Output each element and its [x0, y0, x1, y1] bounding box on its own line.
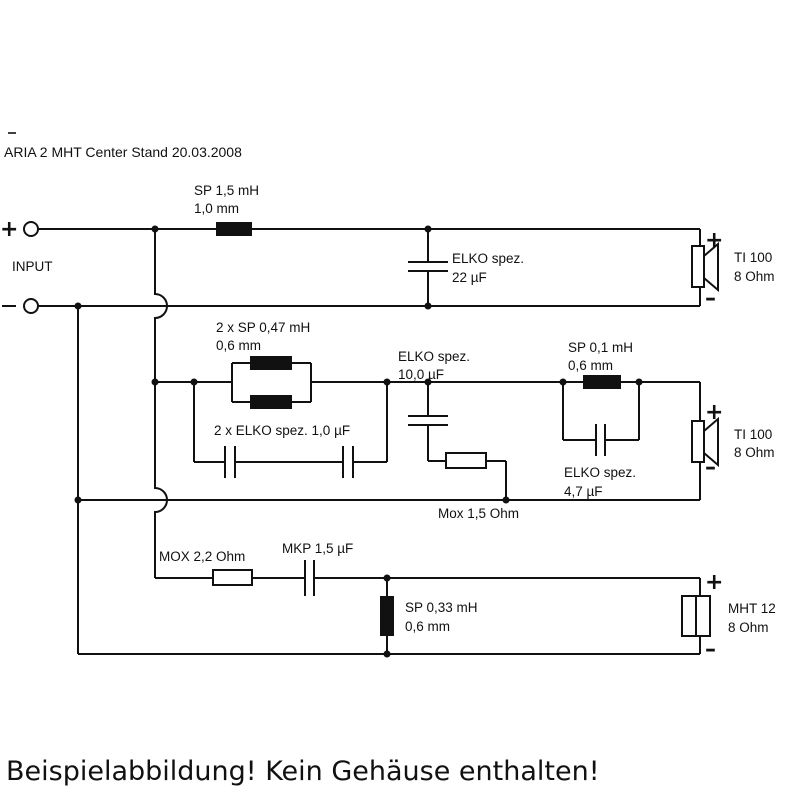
junction-ground-left — [74, 302, 82, 310]
tweeter-coil-label-line1: SP 0,33 mH — [405, 600, 478, 615]
mid-plus-sign: + — [705, 400, 723, 425]
coil-sp-1-5mh — [216, 222, 252, 236]
woofer-cap-label-line1: ELKO spez. — [452, 251, 524, 266]
resistor-mox-1-5 — [445, 452, 487, 469]
coil-sp-0-1mh — [583, 375, 621, 389]
caps-label: 2 x ELKO spez. 1,0 µF — [214, 423, 350, 438]
cap2-label-line2: 4,7 µF — [564, 484, 603, 499]
woofer-speaker-impedance: 8 Ohm — [734, 269, 775, 284]
coil-sp-0-33mh — [380, 596, 394, 636]
tweeter-minus-sign: – — [705, 637, 716, 662]
speaker-ti100-woofer — [691, 229, 719, 306]
tweeter-resistor-label: MOX 2,2 Ohm — [159, 549, 245, 564]
woofer-plus-sign: + — [705, 228, 723, 253]
coil2-label-line1: SP 0,1 mH — [568, 340, 633, 355]
woofer-cap-label-line2: 22 µF — [452, 270, 487, 285]
coil-sp-0-47mh-upper — [250, 356, 292, 370]
coil-sp-0-47mh-lower — [250, 395, 292, 409]
woofer-minus-sign: – — [705, 286, 716, 311]
input-label: INPUT — [12, 259, 53, 274]
tweeter-speaker-name: MHT 12 — [728, 601, 776, 616]
mid-speaker-impedance: 8 Ohm — [734, 445, 775, 460]
input-terminal-plus — [23, 221, 39, 237]
series-cap-label-line1: ELKO spez. — [398, 349, 470, 364]
schematic-title: ARIA 2 MHT Center Stand 20.03.2008 — [4, 144, 242, 160]
speaker-mht12-tweeter — [681, 578, 711, 654]
speaker-ti100-mid — [691, 382, 719, 500]
woofer-speaker-name: TI 100 — [734, 250, 772, 265]
resistor-label: Mox 1,5 Ohm — [438, 506, 519, 521]
input-terminal-minus — [23, 298, 39, 314]
disclaimer-caption: Beispielabbildung! Kein Gehäuse enthalte… — [6, 756, 600, 787]
input-plus-sign: + — [0, 217, 18, 242]
coils-label-line2: 0,6 mm — [216, 338, 261, 353]
coil-1-label-line2: 1,0 mm — [194, 201, 239, 216]
tweeter-plus-sign: + — [705, 570, 723, 595]
resistor-mox-2-2 — [212, 569, 253, 586]
tweeter-coil-label-line2: 0,6 mm — [405, 619, 450, 634]
tweeter-cap-label: MKP 1,5 µF — [282, 541, 353, 556]
mid-minus-sign: – — [705, 455, 716, 480]
series-cap-label-line2: 10,0 µF — [398, 367, 444, 382]
coil2-label-line2: 0,6 mm — [568, 358, 613, 373]
cap2-label-line1: ELKO spez. — [564, 465, 636, 480]
positive-vertical — [154, 229, 168, 578]
coil-1-label-line1: SP 1,5 mH — [194, 183, 259, 198]
tweeter-speaker-impedance: 8 Ohm — [728, 620, 769, 635]
mid-speaker-name: TI 100 — [734, 427, 772, 442]
coils-label-line1: 2 x SP 0,47 mH — [216, 320, 310, 335]
